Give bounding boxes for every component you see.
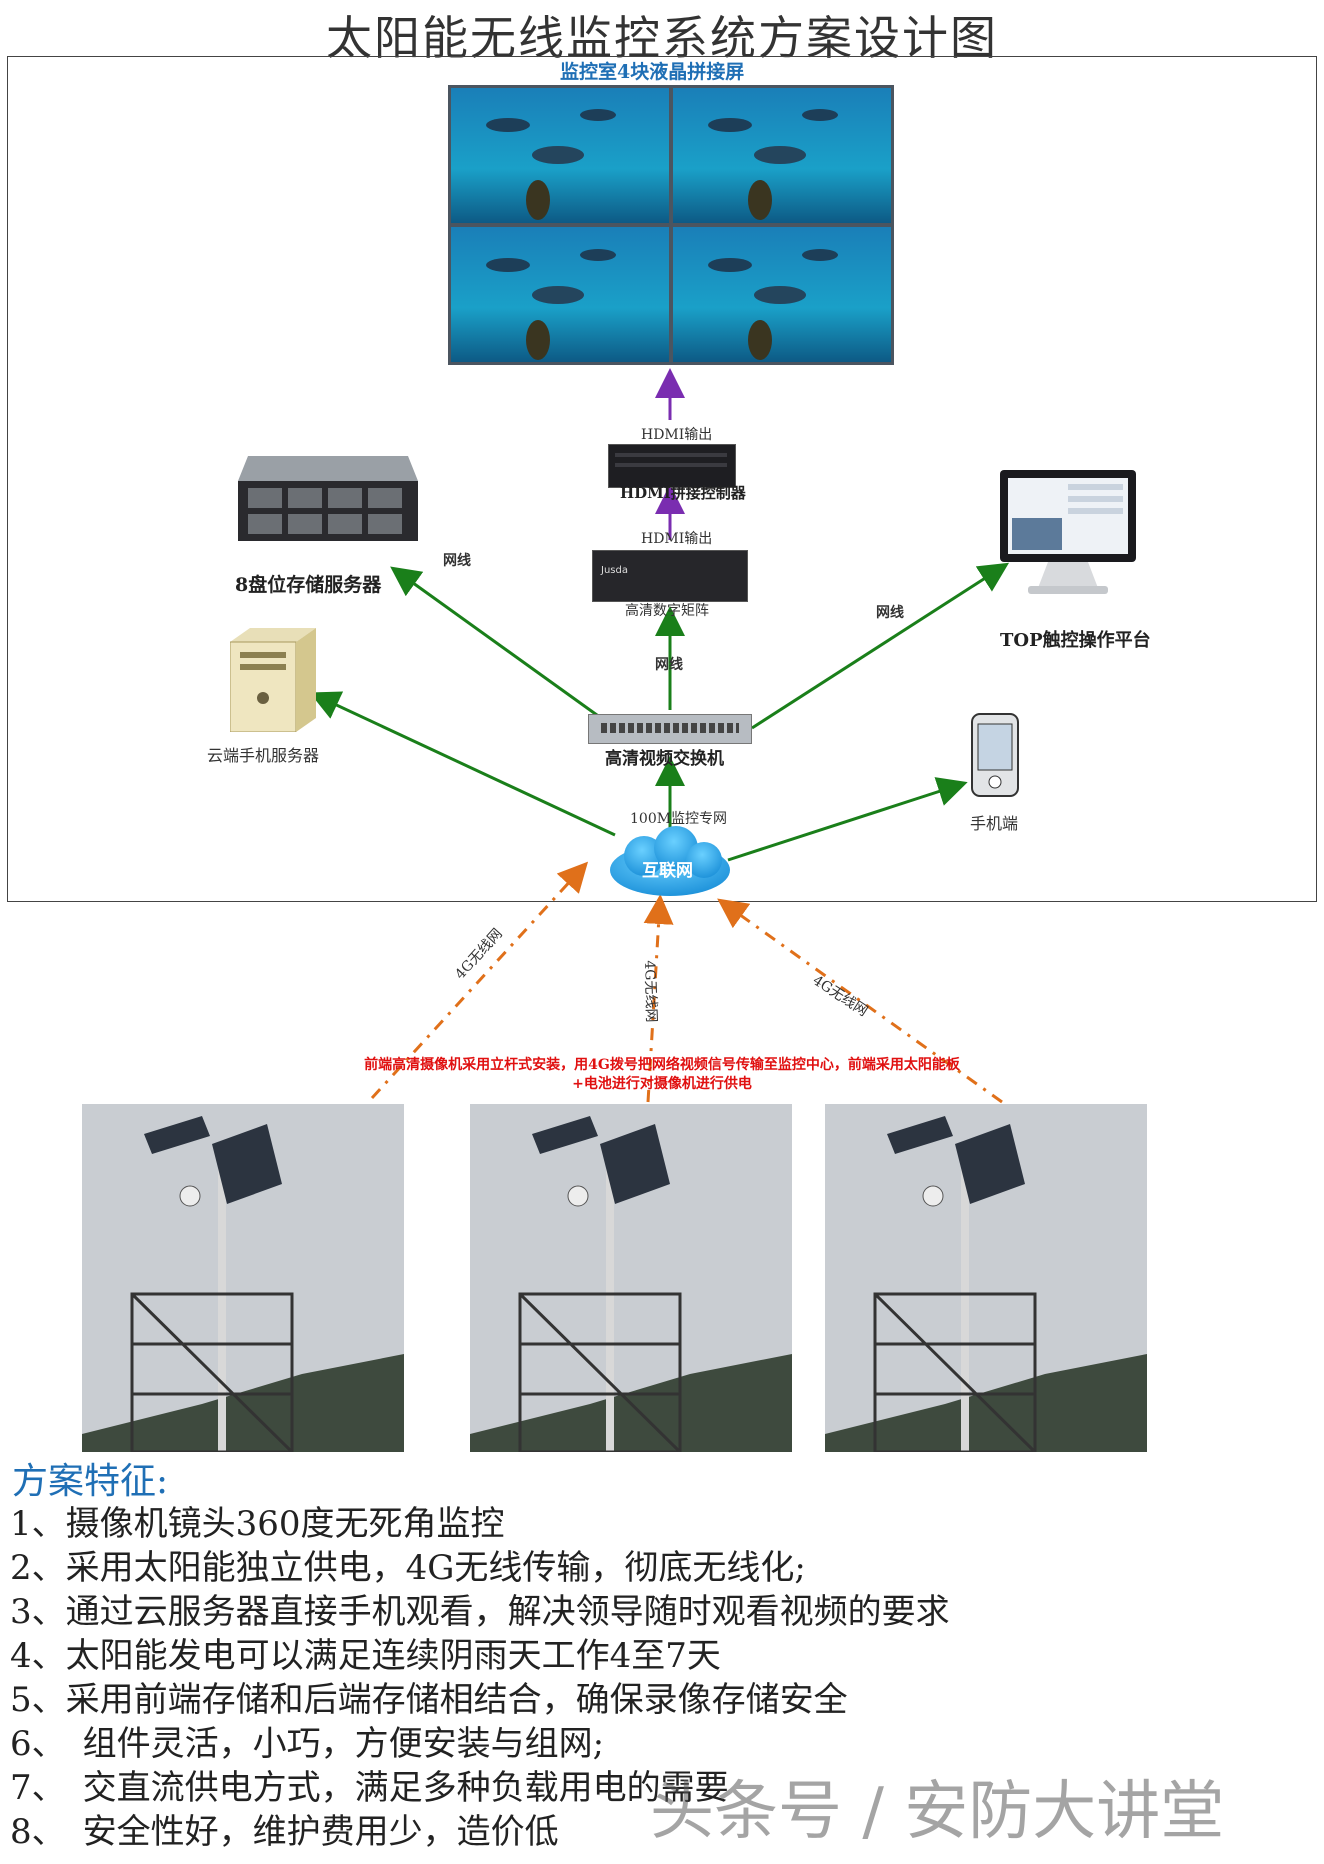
feature-item: 4、太阳能发电可以满足连续阴雨天工作4至7天 [10, 1636, 721, 1676]
hdmi-controller-label: HDMI拼接控制器 [620, 484, 746, 502]
matrix-output-label: HDMI输出 [641, 531, 713, 547]
touch-platform-label: TOP触控操作平台 [1000, 630, 1151, 651]
camera-pole-photo-right [825, 1104, 1147, 1452]
storage-server-device [238, 446, 418, 556]
matrix-device: Jusda [592, 550, 748, 602]
switch-device [588, 714, 752, 744]
feature-item: 2、采用太阳能独立供电，4G无线传输，彻底无线化; [10, 1548, 806, 1588]
hdmi-controller-output-label: HDMI输出 [641, 427, 713, 443]
hdmi-controller-device [608, 444, 736, 488]
screen-top-right [673, 88, 891, 223]
lan-link-mobile [727, 777, 968, 862]
wireless-link-left [370, 861, 589, 1100]
mobile-device [970, 712, 1020, 798]
camera-pole-photo-left [82, 1104, 404, 1452]
video-wall [448, 85, 894, 365]
wireless-link-center [643, 894, 674, 1103]
storage-link-label: 网线 [443, 553, 471, 569]
feature-item: 1、摄像机镜头360度无死角监控 [10, 1504, 505, 1544]
mobile-label: 手机端 [970, 814, 1019, 833]
camera-pole-photo-center [470, 1104, 792, 1452]
feature-item: 3、通过云服务器直接手机观看，解决领导随时观看视频的要求 [10, 1592, 950, 1632]
screen-top-left [451, 88, 669, 223]
switch-matrix-link-label: 网线 [655, 657, 683, 673]
network-label: 100M监控专网 [630, 811, 728, 827]
front-note-line-1: 前端高清摄像机采用立杆式安装，用4G拨号把网络视频信号传输至监控中心，前端采用太… [364, 1057, 960, 1073]
feature-item: 7、 交直流供电方式，满足多种负载用电的需要 [10, 1768, 729, 1808]
screen-bottom-left [451, 227, 669, 362]
features-title: 方案特征: [12, 1461, 169, 1502]
feature-item: 6、 组件灵活，小巧，方便安装与组网; [10, 1724, 605, 1764]
cloud-server-device [229, 628, 316, 733]
lan-link-storage [390, 566, 616, 730]
matrix-brand: Jusda [601, 565, 628, 576]
front-note-line-2: +电池进行对摄像机进行供电 [572, 1076, 752, 1092]
matrix-label: 高清数字矩阵 [625, 603, 709, 619]
wireless-link-right [717, 898, 1003, 1104]
lan-link-touch [751, 562, 1010, 730]
storage-server-label: 8盘位存储服务器 [235, 574, 382, 596]
screen-bottom-right [673, 227, 891, 362]
switch-label: 高清视频交换机 [605, 749, 724, 769]
internet-label: 互联网 [642, 861, 693, 881]
feature-item: 8、 安全性好，维护费用少，造价低 [10, 1812, 559, 1852]
touch-platform-device [998, 468, 1138, 598]
touch-link-label: 网线 [876, 605, 904, 621]
feature-item: 5、采用前端存储和后端存储相结合，确保录像存储安全 [10, 1680, 848, 1720]
features-list: 1、摄像机镜头360度无死角监控 2、采用太阳能独立供电，4G无线传输，彻底无线… [10, 1496, 950, 1852]
lan-link-cloud-server [309, 691, 616, 837]
video-wall-label: 监控室4块液晶拼接屏 [560, 61, 745, 83]
watermark: 头条号 / 安防大讲堂 [650, 1775, 1225, 1849]
video-wall-screens [451, 88, 891, 362]
internet-cloud: 互联网 [604, 826, 736, 902]
wireless-label-center: 4G无线网 [641, 960, 660, 1023]
cloud-server-label: 云端手机服务器 [207, 746, 320, 765]
